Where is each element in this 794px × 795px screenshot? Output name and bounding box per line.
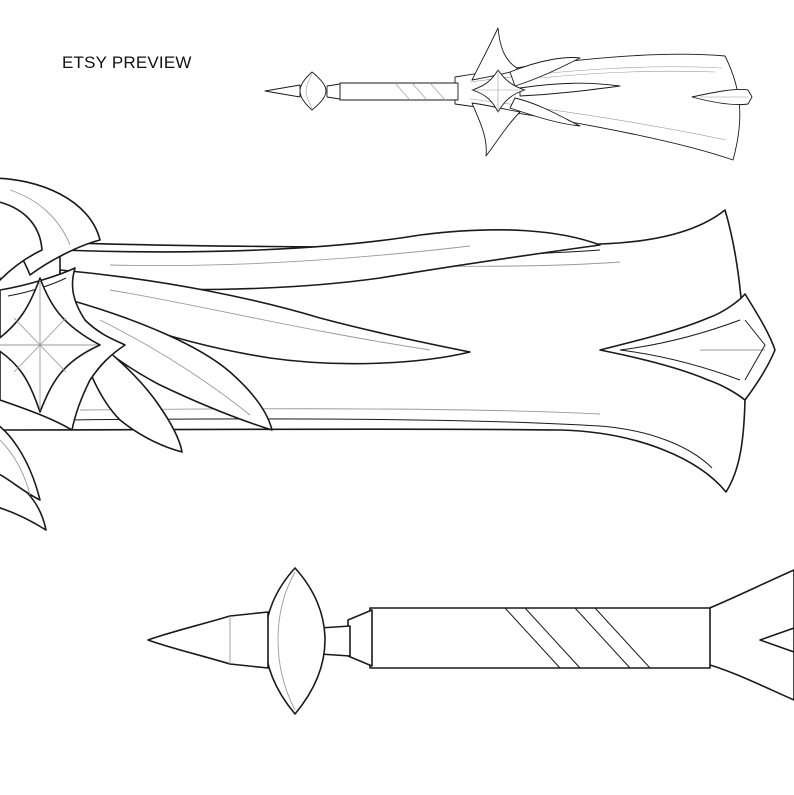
sword-blade-closeup-icon — [0, 177, 776, 531]
page-title: ETSY PREVIEW — [62, 53, 192, 72]
sword-hilt-closeup-icon — [147, 567, 794, 715]
sword-thumbnail-icon — [264, 27, 753, 161]
